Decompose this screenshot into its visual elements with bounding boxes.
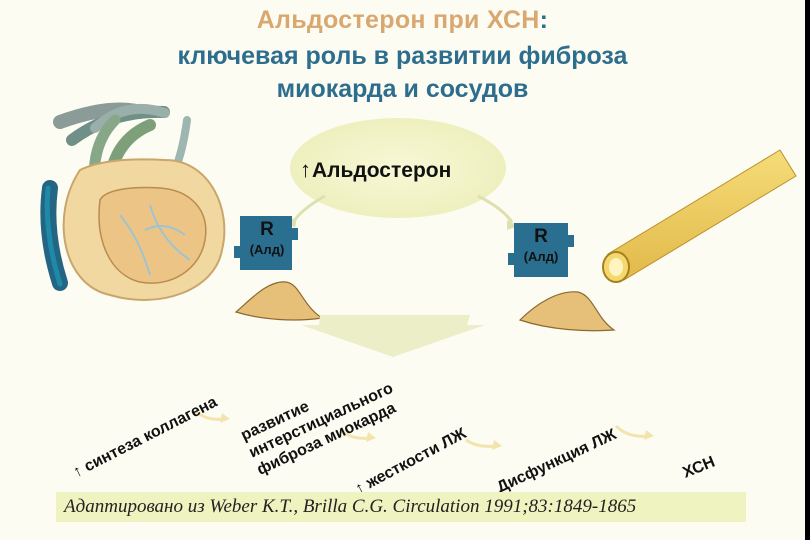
cell-icon [520,292,614,331]
citation-box: Адаптировано из Weber K.T., Brilla C.G. … [56,492,746,522]
citation-text: Адаптировано из Weber K.T., Brilla C.G. … [64,496,636,518]
arrow-icon [492,440,502,450]
receptor-right: R (Алд) [510,220,572,280]
vessel-icon [603,150,796,282]
arrow-icon [301,315,485,357]
arrow-icon [220,413,230,423]
arrow-icon [644,430,654,440]
aldosterone-text: Альдостерон [312,159,451,182]
arrow-icon [616,426,648,436]
receptor-r: R [510,226,572,248]
aldosterone-label: ↑Альдостерон [300,157,451,183]
arrow-icon [366,432,376,442]
up-arrow-icon: ↑ [300,157,311,182]
receptor-ald: (Алд) [510,249,572,264]
cell-icon [236,282,322,320]
arrow-icon [478,196,512,222]
receptor-ald: (Алд) [236,242,298,257]
heart-icon [47,109,224,300]
receptor-r: R [236,219,298,241]
receptor-left: R (Алд) [236,213,298,273]
arrow-icon [466,440,496,446]
